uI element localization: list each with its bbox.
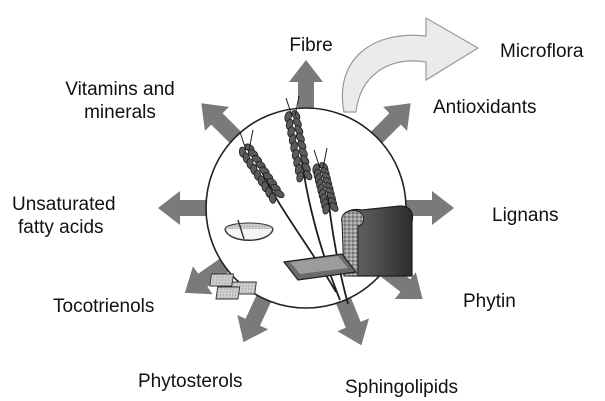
label-vitamins-line2: minerals: [55, 101, 185, 124]
label-unsaturated-line1: Unsaturated: [12, 193, 116, 216]
label-tocotrienols: Tocotrienols: [53, 295, 154, 318]
label-phytosterols: Phytosterols: [138, 370, 243, 393]
bread-loaf-icon: [342, 206, 413, 276]
label-lignans: Lignans: [492, 204, 559, 227]
label-microflora: Microflora: [500, 40, 583, 63]
label-unsaturated-line2: fatty acids: [12, 216, 116, 239]
label-phytin: Phytin: [463, 290, 516, 313]
label-sphingolipids: Sphingolipids: [345, 376, 458, 399]
label-unsaturated-fatty-acids: Unsaturated fatty acids: [12, 193, 116, 239]
label-vitamins-and-minerals: Vitamins and minerals: [55, 78, 185, 124]
label-antioxidants: Antioxidants: [433, 96, 537, 119]
label-vitamins-line1: Vitamins and: [55, 78, 185, 101]
label-fibre: Fibre: [286, 34, 336, 57]
